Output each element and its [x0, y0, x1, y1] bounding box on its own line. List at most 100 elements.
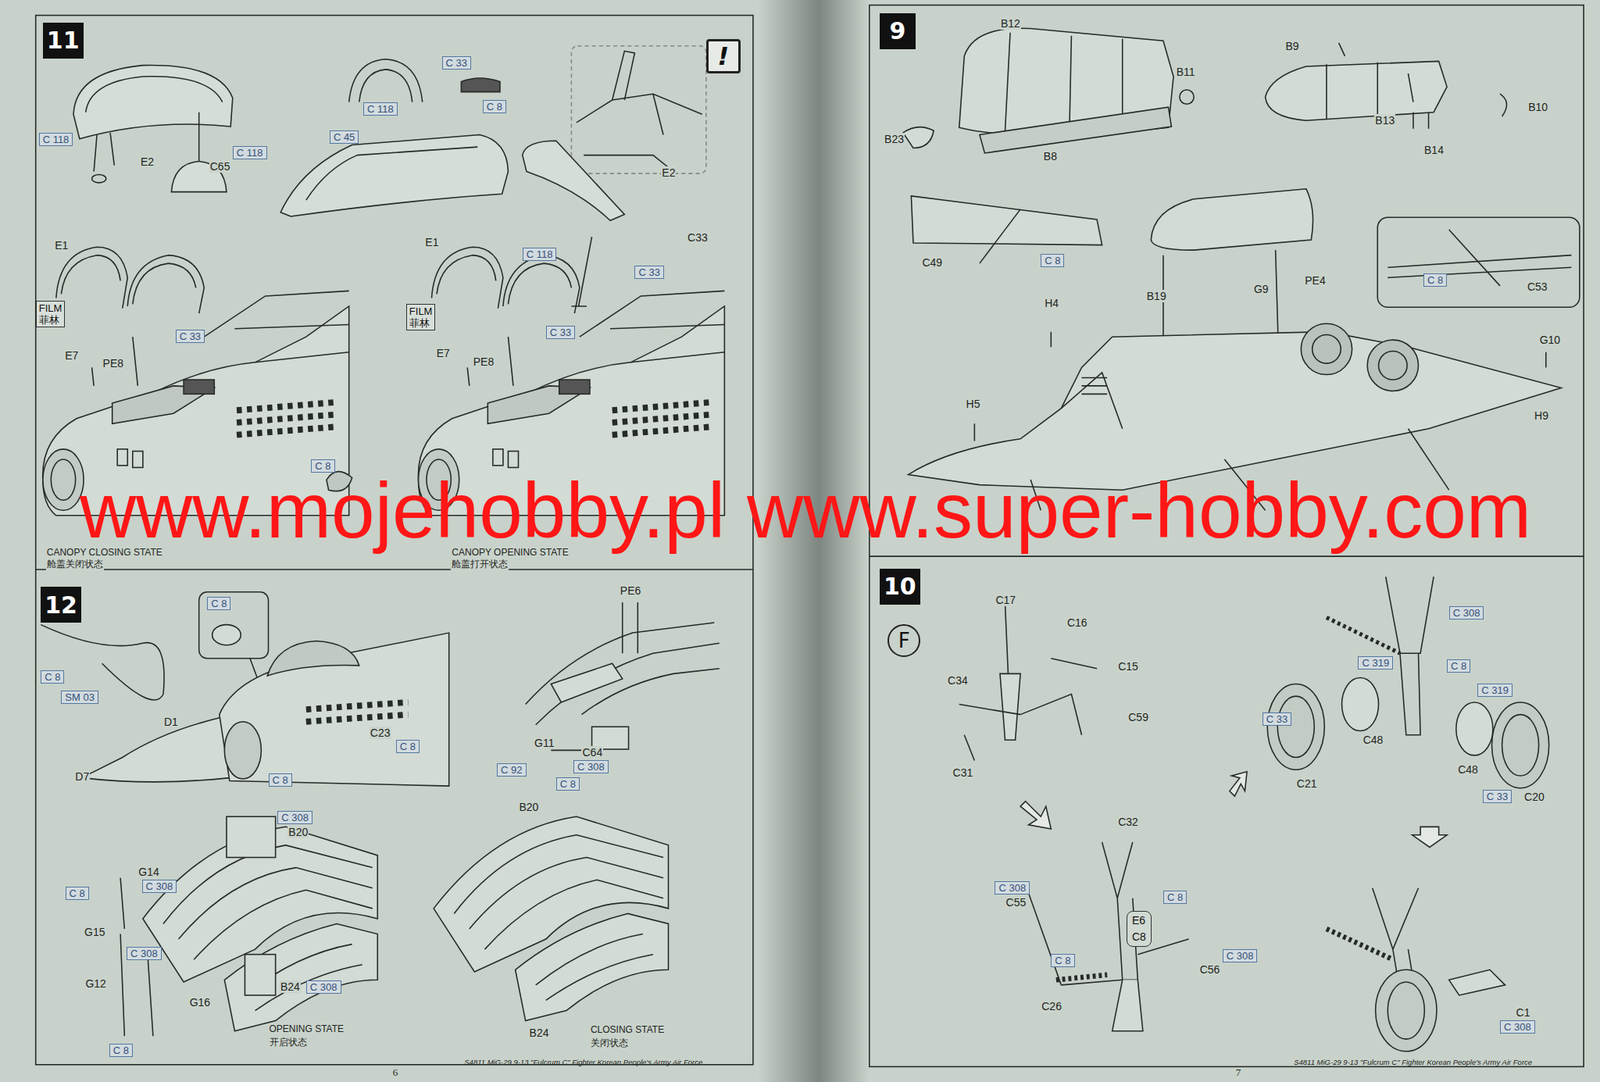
node-text: C 308: [146, 880, 174, 893]
node-text: FILM 菲林: [409, 305, 433, 329]
node-text: C 118: [236, 146, 264, 159]
part-label: E2: [660, 166, 676, 179]
page-number: 7: [1235, 1066, 1242, 1079]
color-callout-box: C 33: [442, 56, 472, 70]
color-callout-box: C 33: [1482, 789, 1512, 804]
watermark: www.mojehobby.pl www.super-hobby.com: [79, 471, 1532, 550]
part-label: C56: [1199, 963, 1222, 976]
node-text: C 319: [1481, 684, 1509, 697]
node-text: C8: [1132, 930, 1147, 944]
node-text: 11: [46, 26, 80, 54]
color-callout-box: C 118: [232, 146, 268, 160]
node-text: C 8: [314, 460, 331, 472]
node-text: C 8: [486, 100, 503, 113]
color-callout-box: C 308: [126, 946, 162, 961]
node-text: C 319: [1361, 657, 1390, 669]
color-callout-box: C 118: [363, 102, 398, 116]
part-label: B19: [1146, 289, 1168, 303]
part-label: PE8: [472, 355, 495, 368]
part-label: G10: [1539, 333, 1561, 347]
part-label: B14: [1423, 143, 1445, 157]
node-text: C 8: [1167, 891, 1183, 904]
state-caption: 关闭状态: [589, 1036, 629, 1050]
part-label: G9: [1253, 282, 1270, 296]
color-callout-box: C 8: [40, 670, 65, 684]
part-label: PE4: [1303, 274, 1326, 287]
part-label: H5: [965, 397, 982, 411]
node-text: C 118: [526, 248, 554, 261]
part-label: B23: [883, 132, 905, 146]
part-label: G14: [137, 865, 160, 879]
color-callout-box: C 308: [1222, 949, 1258, 963]
color-callout-box: C 33: [1262, 712, 1292, 726]
color-callout-box: C 8: [207, 596, 231, 611]
color-callout-box: C 308: [277, 810, 313, 825]
part-label: B10: [1527, 100, 1549, 114]
node-text: C 33: [638, 266, 660, 279]
node-text: C 8: [44, 671, 61, 683]
part-label: B24: [528, 1026, 550, 1040]
color-callout-box: C 118: [522, 247, 558, 261]
part-label: PE6: [619, 584, 642, 597]
node-text: C 45: [333, 131, 355, 143]
part-label: B24: [279, 980, 301, 993]
color-callout-box: C 308: [1449, 606, 1485, 620]
part-label: C64: [581, 746, 604, 759]
part-label: B20: [518, 800, 540, 814]
part-label: E1: [424, 235, 440, 249]
color-callout-box: C 8: [396, 739, 420, 754]
caution-box: !: [706, 39, 741, 74]
part-label: D7: [74, 770, 90, 783]
node-text: C 33: [550, 326, 572, 339]
color-callout-box: C 308: [1500, 1020, 1536, 1034]
part-label: C49: [921, 256, 943, 269]
color-callout-box: C 8: [482, 100, 507, 114]
node-text: 10: [883, 572, 917, 600]
page-footer: S4811 MiG-29 9-13 "Fulcrum C" Fighter Ko…: [464, 1057, 703, 1067]
node-text: C 8: [560, 778, 576, 790]
node-text: C 308: [577, 760, 605, 773]
node-text: C 8: [210, 597, 227, 610]
node-text: C 33: [1266, 713, 1288, 725]
node-text: E6: [1132, 914, 1146, 928]
color-callout-box: C 33: [634, 265, 664, 279]
node-text: C 308: [1226, 950, 1254, 962]
node-text: C 308: [130, 947, 158, 960]
color-callout-box: C 8: [109, 1043, 133, 1058]
color-callout-box: C 8: [65, 886, 90, 900]
node-text: C 8: [69, 887, 86, 900]
part-label: C32: [1117, 815, 1140, 829]
part-label: G11: [533, 736, 555, 750]
section-circle: F: [887, 624, 921, 658]
node-text: C 92: [500, 764, 522, 776]
film-callout-box: FILM 菲林: [406, 303, 436, 331]
part-label: D1: [163, 715, 179, 729]
node-text: C 33: [179, 330, 201, 343]
part-label: E7: [435, 346, 451, 360]
color-callout-box: C 8: [1040, 253, 1065, 268]
part-label: C65: [209, 160, 232, 173]
part-label: G16: [189, 996, 211, 1009]
color-callout-box: C 8: [1050, 953, 1075, 968]
step-number-box: 9: [879, 13, 916, 50]
part-label: E2: [139, 155, 155, 168]
part-label: PE8: [102, 357, 125, 370]
part-label: B9: [1284, 39, 1300, 53]
step-number-box: 10: [879, 568, 921, 605]
color-callout-box: C 8: [556, 777, 580, 791]
node-text: C 33: [1486, 790, 1508, 803]
node-text: C 8: [1450, 660, 1467, 672]
node-text: FILM 菲林: [39, 302, 63, 326]
part-label: C15: [1117, 660, 1140, 673]
part-label: C31: [952, 766, 975, 779]
part-label: C26: [1040, 1000, 1063, 1013]
part-label: G12: [84, 977, 107, 990]
step-number-box: 11: [42, 22, 84, 59]
node-text: C 33: [446, 57, 468, 69]
color-callout-box: C 8: [1446, 659, 1471, 673]
part-label: C1: [1515, 1006, 1532, 1019]
part-label: H9: [1533, 409, 1550, 422]
color-callout-box: C 33: [175, 329, 205, 343]
part-label: C17: [994, 593, 1017, 607]
